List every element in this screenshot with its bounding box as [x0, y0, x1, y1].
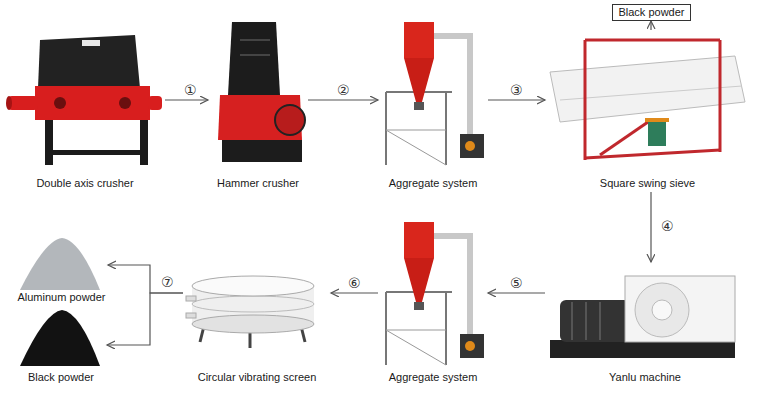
yanlu-machine-picture: [585, 302, 587, 340]
machine-caption: Double axis crusher: [36, 177, 133, 192]
square-swing-sieve-picture: [585, 40, 720, 160]
machine-caption: Square swing sieve: [600, 177, 695, 192]
yanlu-machine-picture: [571, 302, 573, 340]
double-axis-crusher-picture: [45, 118, 53, 165]
square-swing-sieve-picture: [550, 56, 745, 122]
process-arrow: [488, 292, 545, 293]
double-axis-crusher-picture: [140, 118, 148, 165]
machine-node: Double axis crusher: [5, 25, 165, 192]
double-axis-crusher-picture: [8, 96, 38, 110]
yanlu-machine-picture: [599, 302, 601, 340]
square-swing-sieve-picture: [585, 39, 720, 42]
process-arrow: [165, 99, 208, 100]
square-swing-sieve-picture: [600, 122, 648, 155]
machine-node: Yanlu machine: [545, 262, 745, 386]
machine-node: Black powder: [15, 308, 107, 386]
step-number: ⑥: [347, 275, 362, 291]
aggregate-system-picture: [386, 22, 484, 165]
process-arrow: [488, 99, 545, 100]
process-arrow: [308, 99, 378, 100]
square-swing-sieve-picture: [645, 118, 669, 122]
circular-vibrating-screen-picture: [192, 296, 314, 312]
circular-vibrating-screen-picture: [192, 315, 314, 333]
double-axis-crusher-picture: [82, 40, 100, 46]
black-powder-heap: [20, 310, 100, 366]
aluminum-powder-heap: [20, 238, 100, 290]
step-number: ⑤: [509, 275, 524, 291]
yanlu-machine-picture: [560, 300, 630, 342]
machine-caption: Aggregate system: [389, 177, 478, 192]
double-axis-crusher-picture: [35, 86, 150, 120]
machine-caption: Yanlu machine: [609, 371, 681, 386]
process-arrow: [650, 21, 651, 30]
process-arrow: [650, 192, 651, 262]
square-swing-sieve-picture: [719, 40, 722, 152]
yanlu-machine-picture: [550, 276, 735, 358]
machine-node: Aggregate system: [378, 215, 488, 386]
machine-node: Circular vibrating screen: [183, 262, 331, 386]
square-swing-sieve-picture: [560, 86, 742, 100]
square-swing-sieve-picture: [648, 120, 666, 146]
machine-node: Square swing sieve: [545, 30, 750, 192]
step-number: ③: [509, 82, 524, 98]
process-arrow: [107, 293, 183, 345]
yanlu-machine-picture: [550, 340, 735, 358]
step-number: ④: [660, 218, 675, 234]
hammer-crusher-picture: [222, 140, 302, 162]
double-axis-crusher-picture: [38, 35, 140, 88]
machine-caption: Aluminum powder: [17, 291, 105, 306]
step-number: ①: [183, 82, 198, 98]
yanlu-machine-picture: [652, 300, 672, 320]
machine-caption: Black powder: [28, 371, 94, 386]
hammer-crusher-picture: [228, 22, 280, 95]
machine-caption: Aggregate system: [389, 371, 478, 386]
process-arrow: [108, 265, 183, 293]
output-box: Black powder: [612, 4, 691, 21]
circular-vibrating-screen-picture: [192, 276, 314, 296]
hammer-crusher-picture: [240, 39, 270, 41]
step-number: ⑦: [160, 274, 175, 290]
yanlu-machine-picture: [635, 283, 689, 337]
step-number: ②: [336, 82, 351, 98]
double-axis-crusher-picture: [6, 96, 12, 110]
machine-node: Aggregate system: [378, 18, 488, 192]
circular-vibrating-screen-picture: [186, 313, 196, 318]
double-axis-crusher-picture: [148, 96, 162, 110]
machine-caption: Circular vibrating screen: [198, 371, 317, 386]
double-axis-crusher-picture: [119, 97, 131, 109]
circular-vibrating-screen-picture: [186, 296, 196, 301]
circular-vibrating-screen-picture: [186, 276, 314, 348]
square-swing-sieve-picture: [550, 40, 745, 160]
machine-caption: Black powder: [614, 6, 688, 19]
hammer-crusher-picture: [218, 22, 305, 162]
process-arrow: [331, 292, 378, 293]
double-axis-crusher-picture: [45, 150, 148, 155]
double-axis-crusher-picture: [6, 35, 162, 165]
machine-node: Hammer crusher: [208, 18, 308, 192]
aggregate-system-picture: [386, 222, 484, 365]
square-swing-sieve-picture: [584, 40, 587, 160]
double-axis-crusher-picture: [54, 97, 66, 109]
machine-node: Aluminum powder: [15, 236, 108, 306]
yanlu-machine-picture: [625, 276, 735, 342]
machine-caption: Hammer crusher: [217, 177, 299, 192]
hammer-crusher-picture: [275, 105, 305, 135]
hammer-crusher-picture: [240, 54, 270, 56]
